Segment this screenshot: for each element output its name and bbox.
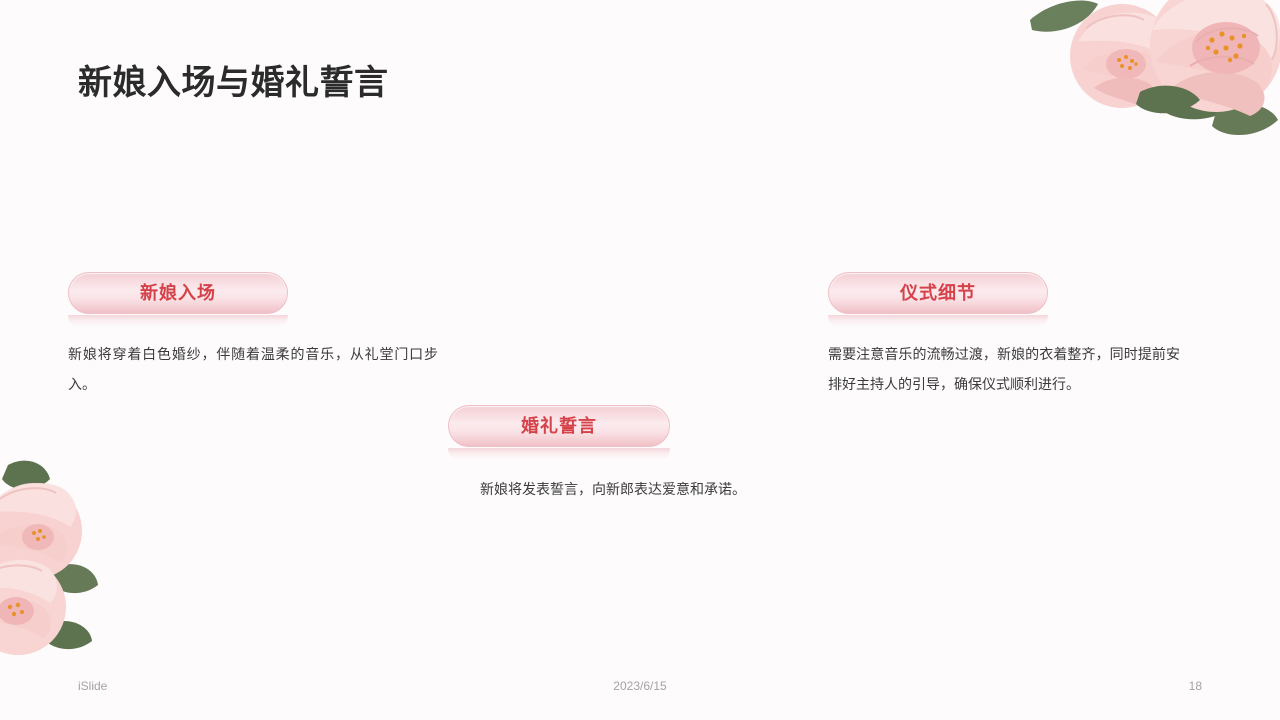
page-title: 新娘入场与婚礼誓言 bbox=[78, 64, 389, 102]
badge-label: 仪式细节 bbox=[900, 283, 976, 303]
badge-ceremony-details[interactable]: 仪式细节 bbox=[828, 272, 1048, 314]
footer-date: 2023/6/15 bbox=[613, 679, 667, 693]
badge-wrapper: 婚礼誓言 bbox=[448, 405, 778, 464]
block-body-text: 新娘将发表誓言，向新郎表达爱意和承诺。 bbox=[480, 481, 746, 497]
content-block-ceremony-details: 仪式细节 需要注意音乐的流畅过渡，新娘的衣着整齐，同时提前安排好主持人的引导，确… bbox=[828, 272, 1180, 399]
floral-decoration-top-right bbox=[1020, 0, 1280, 145]
floral-decoration-bottom-left bbox=[0, 457, 105, 662]
badge-bride-entrance[interactable]: 新娘入场 bbox=[68, 272, 288, 314]
content-block-bride-entrance: 新娘入场 新娘将穿着白色婚纱，伴随着温柔的音乐，从礼堂门口步入。 bbox=[68, 272, 438, 399]
badge-wrapper: 新娘入场 bbox=[68, 272, 438, 331]
badge-reflection bbox=[448, 448, 670, 464]
badge-wedding-vows[interactable]: 婚礼誓言 bbox=[448, 405, 670, 447]
badge-label: 婚礼誓言 bbox=[521, 416, 597, 436]
footer-page-number: 18 bbox=[1188, 679, 1202, 693]
block-body-text: 需要注意音乐的流畅过渡，新娘的衣着整齐，同时提前安排好主持人的引导，确保仪式顺利… bbox=[828, 346, 1180, 392]
footer-brand: iSlide bbox=[78, 679, 108, 693]
badge-wrapper: 仪式细节 bbox=[828, 272, 1180, 331]
block-body-text: 新娘将穿着白色婚纱，伴随着温柔的音乐，从礼堂门口步入。 bbox=[68, 346, 438, 392]
content-block-wedding-vows: 婚礼誓言 新娘将发表誓言，向新郎表达爱意和承诺。 bbox=[448, 405, 778, 504]
badge-reflection bbox=[68, 315, 288, 331]
badge-label: 新娘入场 bbox=[140, 283, 216, 303]
badge-reflection bbox=[828, 315, 1048, 331]
